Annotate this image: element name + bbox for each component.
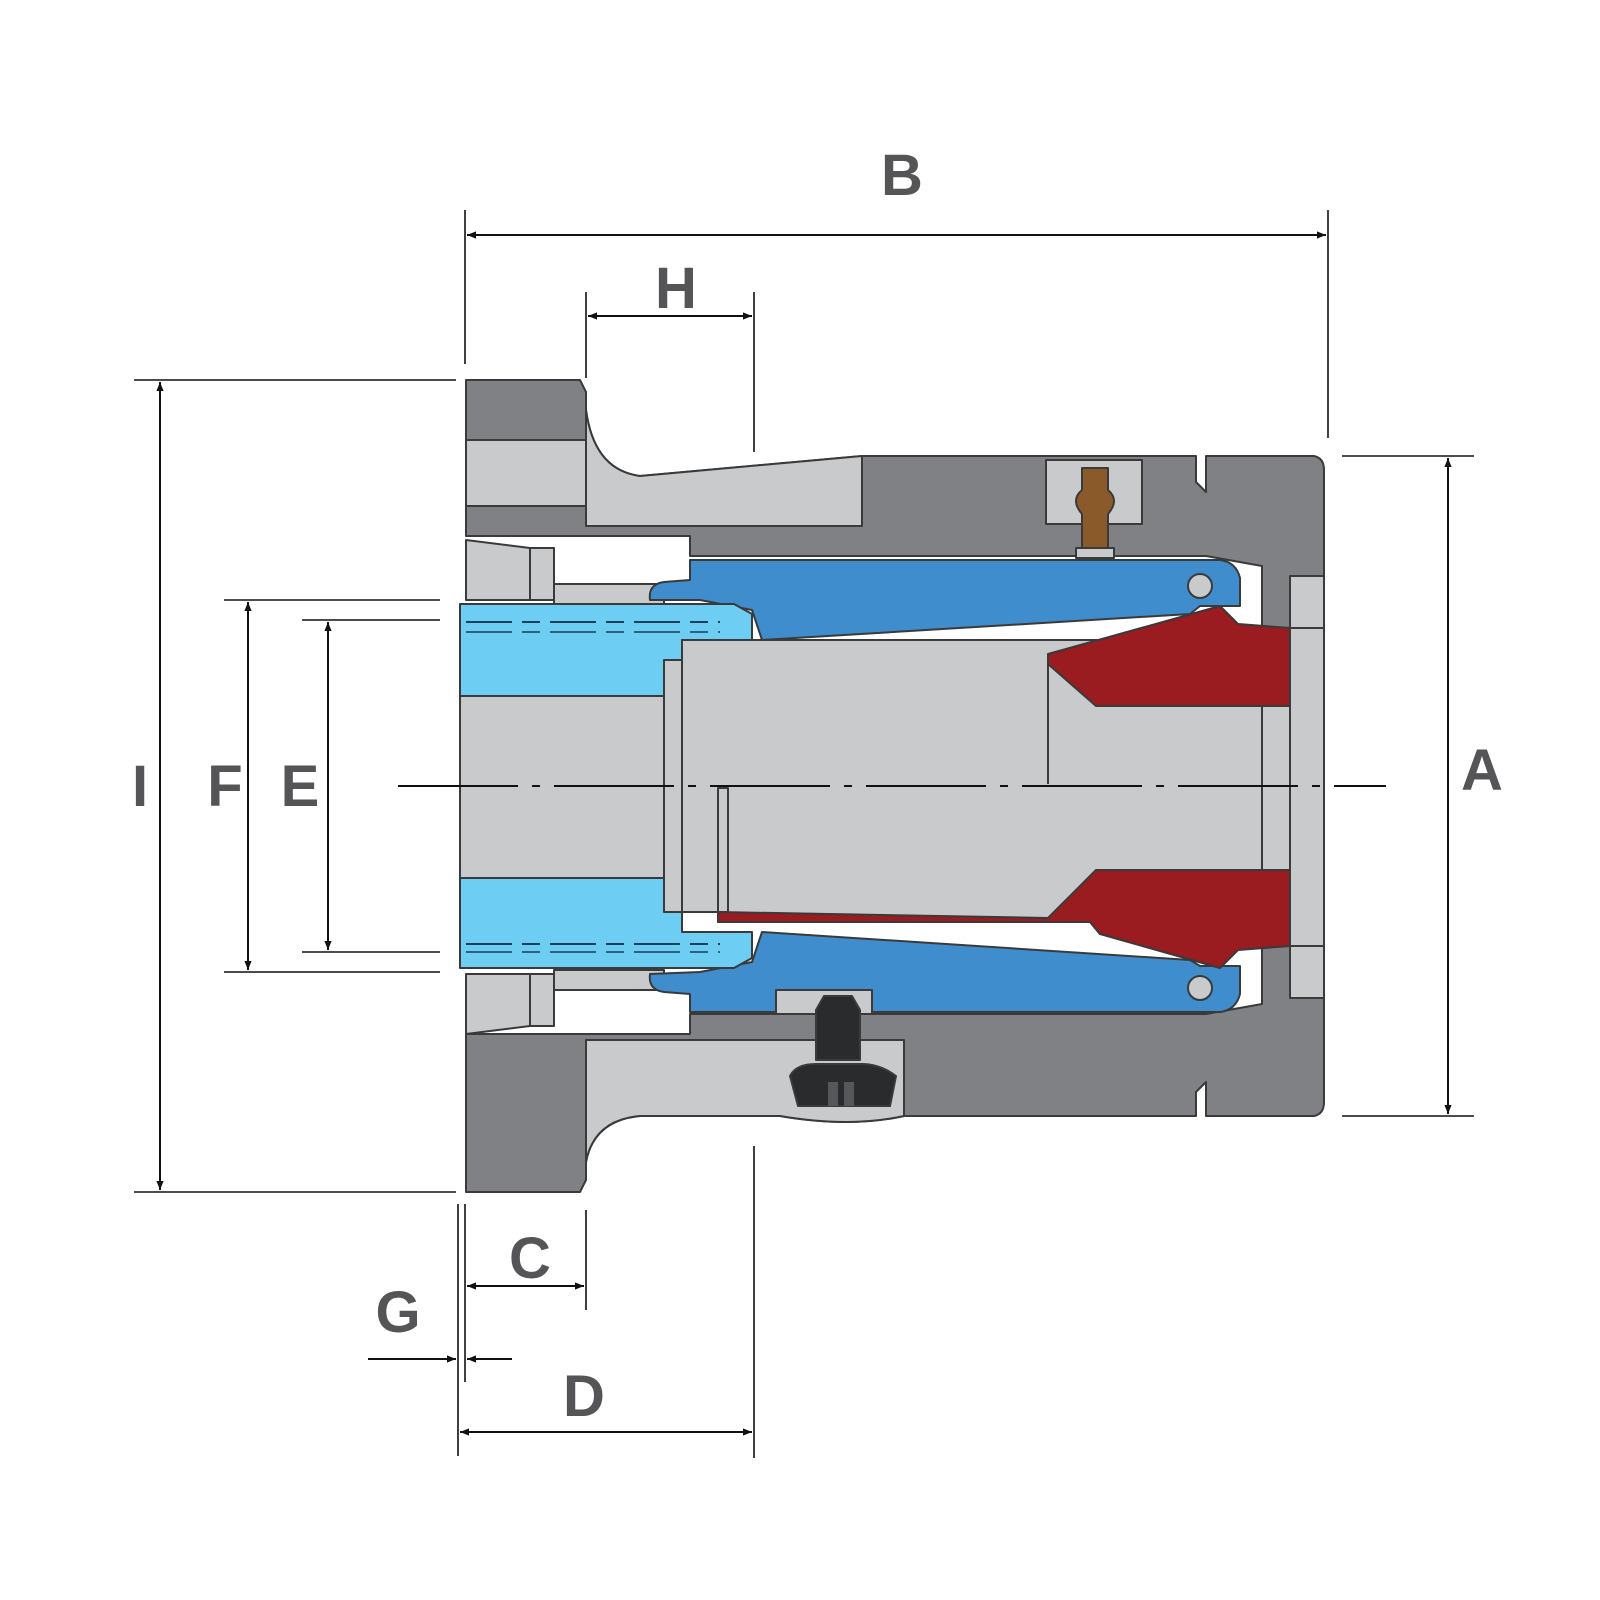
cone-lower xyxy=(717,869,1291,969)
cone-upper xyxy=(1047,605,1291,707)
flange-upper-insert xyxy=(465,439,587,507)
housing-body xyxy=(465,379,1325,1193)
screw-body xyxy=(815,995,861,1061)
spacer-lower xyxy=(553,969,665,991)
front-ring-upper xyxy=(465,539,531,601)
end-cap-upper xyxy=(1289,575,1325,629)
label-c: C xyxy=(509,1226,551,1291)
collet-nose xyxy=(717,787,729,913)
dimensions xyxy=(134,210,1474,1458)
front-ring-upper-b xyxy=(529,547,555,601)
sleeve-pin-upper xyxy=(1187,573,1213,599)
set-screw xyxy=(775,989,897,1107)
fitting-base xyxy=(1075,547,1115,559)
label-b: B xyxy=(881,143,923,208)
label-f: F xyxy=(207,754,242,819)
label-a: A xyxy=(1461,738,1503,803)
front-rings xyxy=(465,539,665,1035)
lube-fitting xyxy=(1045,459,1143,559)
label-d: D xyxy=(563,1364,605,1429)
sleeve-pin-lower xyxy=(1187,975,1213,1001)
clamping-cone xyxy=(717,605,1291,969)
label-e: E xyxy=(281,754,320,819)
label-h: H xyxy=(655,256,697,321)
spacer-upper xyxy=(553,583,665,605)
dimension-labels: B H I F E A C G D xyxy=(132,143,1503,1429)
housing-upper-pocket xyxy=(585,409,863,527)
label-i: I xyxy=(132,754,148,819)
screw-slot-2 xyxy=(844,1082,854,1106)
front-ring-lower-b xyxy=(529,973,555,1027)
grease-nipple xyxy=(1075,467,1115,549)
end-cap-lower xyxy=(1289,945,1325,999)
collet-sleeve xyxy=(648,559,1241,1013)
screw-slot-1 xyxy=(828,1082,838,1106)
label-g: G xyxy=(375,1280,420,1345)
screw-head xyxy=(789,1063,897,1107)
front-ring-lower xyxy=(465,973,531,1035)
